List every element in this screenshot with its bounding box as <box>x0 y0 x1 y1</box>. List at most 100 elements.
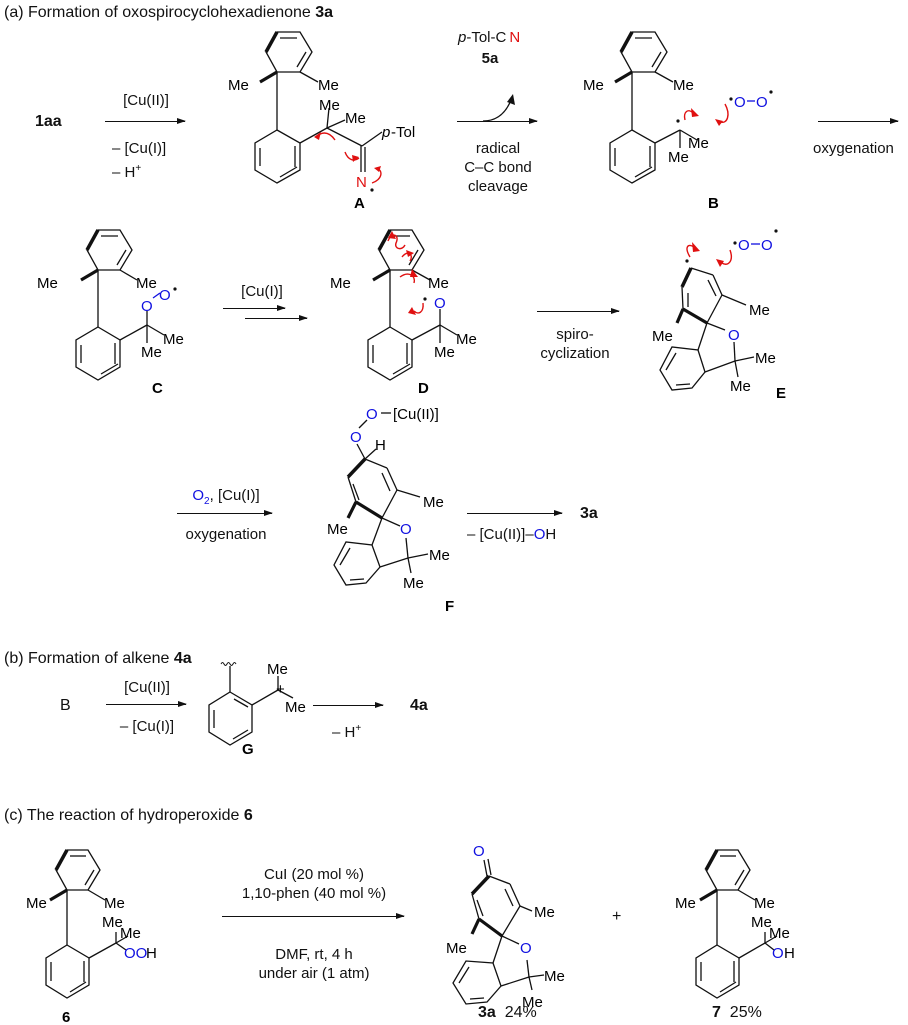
section-a-text: (a) Formation of oxospirocyclohexadienon… <box>4 4 316 21</box>
product-7-label: 7 <box>712 1004 721 1021</box>
atom-me: Me <box>522 994 543 1011</box>
atom-me: Me <box>37 275 58 292</box>
atom-o: O <box>434 295 446 312</box>
atom-me: Me <box>267 661 288 678</box>
reaction-arrow-a4a <box>223 305 286 311</box>
reagent-b2-bottom: – H+ <box>332 720 361 741</box>
product-3a-percent: 24% <box>504 1004 537 1021</box>
atom-me: Me <box>141 344 162 361</box>
atom-me: Me <box>544 968 565 985</box>
product-3a: 3a <box>580 505 598 522</box>
reaction-arrow-a3 <box>818 118 899 124</box>
label-A: A <box>354 195 365 212</box>
product-7-percent: 25% <box>729 1004 762 1021</box>
reagent-a6-sub: 2 <box>204 496 210 507</box>
molecule-7: Me Me Me Me O H <box>675 849 795 999</box>
reagent-a2-bottom-1: radical <box>475 140 521 157</box>
reagent-a2-label: 5a <box>481 50 499 67</box>
reagent-a7-bottom: – [Cu(II)]–OH <box>467 526 556 543</box>
molecule-3a: O Me Me O Me Me <box>446 843 565 1011</box>
reagent-a2-p: p <box>458 29 467 46</box>
atom-me: Me <box>403 575 424 592</box>
compound-B-start: B <box>60 697 71 714</box>
product-3a-label: 3a <box>478 1004 496 1021</box>
atom-o: O <box>400 521 412 538</box>
reagent-a4-top: [Cu(I)] <box>241 283 283 300</box>
section-c-title: (c) The reaction of hydroperoxide 6 <box>4 807 253 825</box>
reagent-a1-bottom-2-text: – H <box>112 164 136 181</box>
atom-o: O <box>350 429 362 446</box>
reaction-arrow-a7 <box>467 510 563 516</box>
reagent-a3-bottom: oxygenation <box>813 140 894 157</box>
atom-me: Me <box>673 77 694 94</box>
reagent-b1-bottom: – [Cu(I)] <box>119 718 175 735</box>
atom-o: O <box>761 237 773 254</box>
arrow-pushing-D <box>387 234 424 314</box>
section-a-compound: 3a <box>315 4 334 21</box>
atom-me: Me <box>688 135 709 152</box>
atom-me: Me <box>327 521 348 538</box>
molecule-G: Me + Me G <box>208 661 306 758</box>
label-F: F <box>445 598 454 615</box>
atom-o: O <box>728 327 740 344</box>
reagent-a6-bottom: oxygenation <box>185 526 267 543</box>
label-6: 6 <box>62 1009 70 1025</box>
reaction-arrow-c <box>222 913 405 919</box>
molecule-B: Me Me Me Me O O B <box>583 31 773 212</box>
atom-tol: -Tol <box>391 124 415 141</box>
leaving-group-arrow <box>482 94 515 122</box>
atom-me: Me <box>330 275 351 292</box>
atom-me: Me <box>769 925 790 942</box>
atom-me: Me <box>754 895 775 912</box>
reaction-arrow-a4b <box>245 315 308 321</box>
atom-me: Me <box>345 110 366 127</box>
reagent-a6-top: O2, [Cu(I)] <box>192 487 259 510</box>
atom-me: Me <box>285 699 306 716</box>
atom-me: Me <box>102 914 123 931</box>
atom-me: Me <box>434 344 455 361</box>
reagent-a6-rest: , [Cu(I)] <box>209 487 260 504</box>
atom-me: Me <box>429 547 450 564</box>
atom-o: O <box>520 940 532 957</box>
label-E: E <box>776 385 786 402</box>
atom-me: Me <box>668 149 689 166</box>
atom-me: Me <box>730 378 751 395</box>
atom-me: Me <box>652 328 673 345</box>
label-B: B <box>708 195 719 212</box>
atom-o: O <box>141 298 153 315</box>
molecule-C: Me Me O O Me Me C <box>37 229 184 397</box>
arrow-pushing-B <box>683 103 729 123</box>
reagent-a1-bottom-1: – [Cu(I)] <box>112 140 167 157</box>
atom-me: Me <box>446 940 467 957</box>
charge-plus: + <box>276 681 285 698</box>
atom-me: Me <box>749 302 770 319</box>
atom-me: Me <box>751 914 772 931</box>
label-C: C <box>152 380 163 397</box>
molecule-6: Me Me Me Me OO H 6 <box>26 849 157 1025</box>
reagent-a6-o: O <box>192 487 205 504</box>
label-D: D <box>418 380 429 397</box>
reagent-a7-h: H <box>545 526 557 543</box>
reagent-c-top-2: 1,10-phen (40 mol %) <box>241 885 387 902</box>
atom-me: Me <box>104 895 125 912</box>
reagent-c-top-1: CuI (20 mol %) <box>263 866 365 883</box>
reaction-arrow-b1 <box>106 701 187 707</box>
atom-me: Me <box>120 925 141 942</box>
reagent-a1-bottom-2: – H+ <box>112 160 141 181</box>
product-4a: 4a <box>410 697 428 714</box>
reagent-a2-bottom-3: cleavage <box>467 178 529 195</box>
section-b-text: (b) Formation of alkene <box>4 650 174 667</box>
reagent-b1-top: [Cu(II)] <box>124 679 170 696</box>
reaction-arrow-a1 <box>105 118 186 124</box>
atom-me: Me <box>534 904 555 921</box>
atom-me: Me <box>26 895 47 912</box>
reaction-arrow-a2 <box>457 118 538 124</box>
section-b-title: (b) Formation of alkene 4a <box>4 650 192 668</box>
atom-h: H <box>146 945 157 962</box>
reagent-a5-bottom-2: cyclization <box>540 345 610 362</box>
reagent-a5-bottom-1: spiro- <box>556 326 594 343</box>
molecule-E: Me Me O Me Me O O E <box>652 229 786 402</box>
reagent-b2-sup: + <box>355 723 362 734</box>
product-7-yield: 7 25% <box>712 1004 762 1021</box>
atom-o: O <box>756 94 768 111</box>
